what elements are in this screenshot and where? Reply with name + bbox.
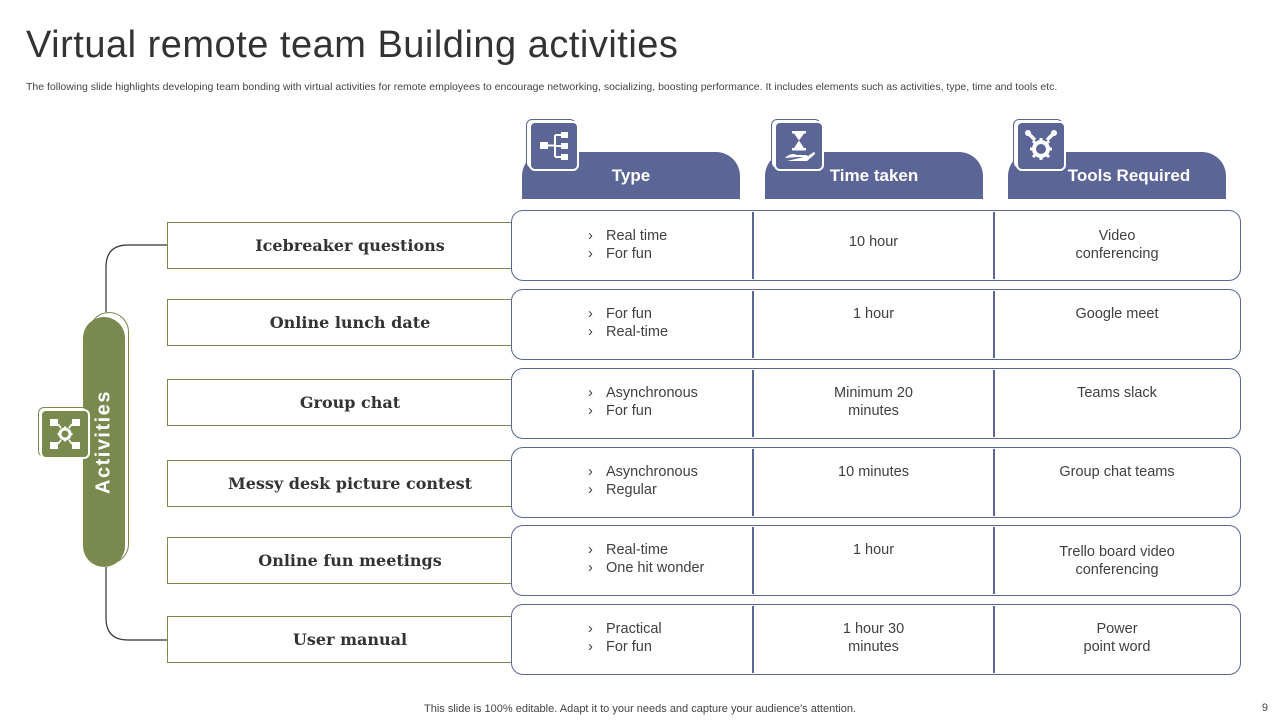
column-divider <box>993 212 995 279</box>
column-divider <box>993 449 995 516</box>
time-cell: 1 hour <box>852 306 895 322</box>
type-bullet: ›For fun <box>588 639 652 655</box>
type-bullet: ›Real time <box>588 228 668 244</box>
table-row: ›Asynchronous ›Regular 10 minutes Group … <box>511 447 1241 518</box>
type-cell: ›Practical ›For fun <box>512 605 753 674</box>
footer-note: This slide is 100% editable. Adapt it to… <box>424 703 856 715</box>
type-bullet: ›Asynchronous <box>588 385 698 401</box>
type-bullet: ›Asynchronous <box>588 464 698 480</box>
column-divider <box>993 291 995 358</box>
activity-label: Group chat <box>167 379 533 426</box>
wrench-gear-icon <box>1016 121 1066 171</box>
page-subtitle: The following slide highlights developin… <box>26 81 1058 93</box>
column-header-time: Time taken <box>765 152 983 199</box>
activity-label: Online fun meetings <box>167 537 533 584</box>
network-gear-icon <box>40 409 90 459</box>
tools-cell: Google meet <box>1075 306 1159 322</box>
activities-label: Activities <box>92 390 115 494</box>
activity-label: Online lunch date <box>167 299 533 346</box>
hourglass-hand-icon <box>774 121 824 171</box>
type-bullet: ›One hit wonder <box>588 560 705 576</box>
column-divider <box>993 606 995 673</box>
type-bullet: ›Regular <box>588 482 657 498</box>
type-cell: ›Asynchronous ›Regular <box>512 448 753 517</box>
activities-pill <box>83 317 125 567</box>
column-header-tools: Tools Required <box>1008 152 1226 199</box>
hierarchy-icon <box>529 121 579 171</box>
page-number: 9 <box>1261 702 1268 714</box>
table-row: ›For fun ›Real-time 1 hour Google meet <box>511 289 1241 360</box>
column-divider <box>752 527 754 594</box>
type-cell: ›Real time ›For fun <box>512 211 753 280</box>
type-bullet: ›For fun <box>588 403 652 419</box>
page-title: Virtual remote team Building activities <box>26 24 679 66</box>
column-divider <box>993 370 995 437</box>
type-bullet: ›Real-time <box>588 324 669 340</box>
time-cell: 10 minutes <box>838 464 909 480</box>
tools-cell: Group chat teams <box>1059 464 1175 480</box>
column-divider <box>752 449 754 516</box>
table-row: ›Real-time ›One hit wonder 1 hour Trello… <box>511 525 1241 596</box>
type-bullet: ›Real-time <box>588 542 669 558</box>
activity-label: User manual <box>167 616 533 663</box>
tools-cell: Teams slack <box>1077 385 1157 401</box>
type-cell: ›Real-time ›One hit wonder <box>512 526 753 595</box>
type-cell: ›Asynchronous ›For fun <box>512 369 753 438</box>
column-divider <box>752 212 754 279</box>
type-bullet: ›For fun <box>588 246 652 262</box>
activity-label: Icebreaker questions <box>167 222 533 269</box>
column-divider <box>752 370 754 437</box>
time-cell: 1 hour <box>852 542 895 558</box>
activity-label: Messy desk picture contest <box>167 460 533 507</box>
column-divider <box>752 606 754 673</box>
type-cell: ›For fun ›Real-time <box>512 290 753 359</box>
column-divider <box>752 291 754 358</box>
time-cell: 10 hour <box>848 234 899 250</box>
type-bullet: ›For fun <box>588 306 652 322</box>
column-divider <box>993 527 995 594</box>
type-bullet: ›Practical <box>588 621 662 637</box>
